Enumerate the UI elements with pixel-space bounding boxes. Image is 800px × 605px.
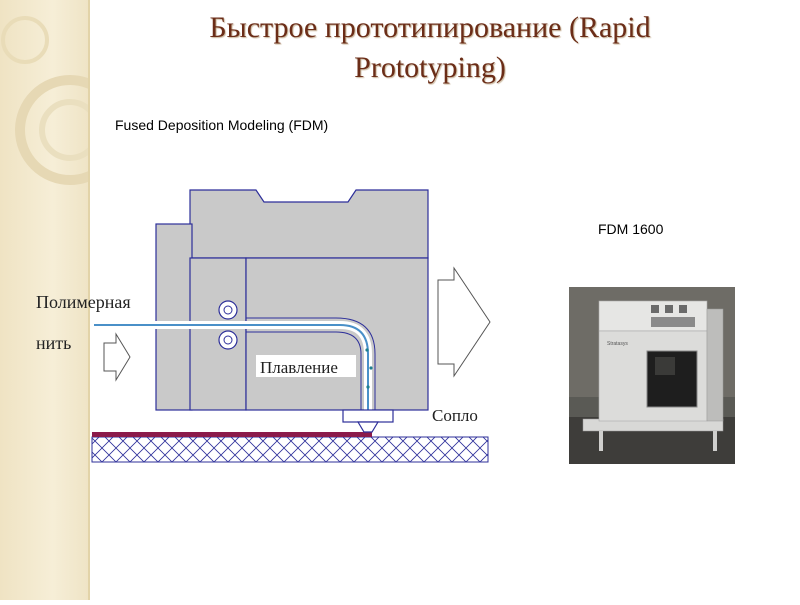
- photo-control-knob-1: [651, 305, 659, 313]
- fdm-diagram: Полимерная нить Плавление Сопло: [18, 182, 498, 480]
- nozzle-tip: [358, 422, 378, 432]
- drive-roller-bottom: [219, 331, 237, 349]
- machine-drive-block: [190, 258, 246, 410]
- input-arrow-icon: [104, 334, 130, 380]
- photo-window-glare: [655, 357, 675, 375]
- slide-title: Быстрое прототипирование (Rapid Prototyp…: [130, 8, 730, 88]
- label-filament-line2: нить: [36, 333, 71, 353]
- photo-control-panel: [651, 317, 695, 327]
- melt-dot: [365, 348, 368, 351]
- fdm-1600-caption: FDM 1600: [598, 221, 663, 237]
- photo-foot-left: [599, 431, 603, 451]
- fdm-1600-photo: Stratasys: [569, 287, 735, 464]
- photo-foot-right: [713, 431, 717, 451]
- label-melting: Плавление: [260, 358, 338, 377]
- label-nozzle: Сопло: [432, 406, 478, 425]
- photo-control-knob-2: [665, 305, 673, 313]
- melt-dot: [369, 366, 372, 369]
- melt-dot: [366, 385, 369, 388]
- slide-subtitle: Fused Deposition Modeling (FDM): [115, 117, 328, 133]
- photo-machine-side: [707, 309, 723, 421]
- motion-arrow-icon: [438, 268, 490, 376]
- machine-upper-body: [190, 190, 428, 258]
- build-platform: [92, 437, 488, 462]
- machine-heater-block: [246, 258, 428, 410]
- drive-roller-top: [219, 301, 237, 319]
- machine-left-block: [156, 224, 192, 410]
- photo-brand-label: Stratasys: [607, 341, 628, 347]
- nozzle-block: [343, 410, 393, 422]
- deposited-layer: [92, 432, 372, 437]
- photo-control-knob-3: [679, 305, 687, 313]
- label-filament-line1: Полимерная: [36, 292, 131, 312]
